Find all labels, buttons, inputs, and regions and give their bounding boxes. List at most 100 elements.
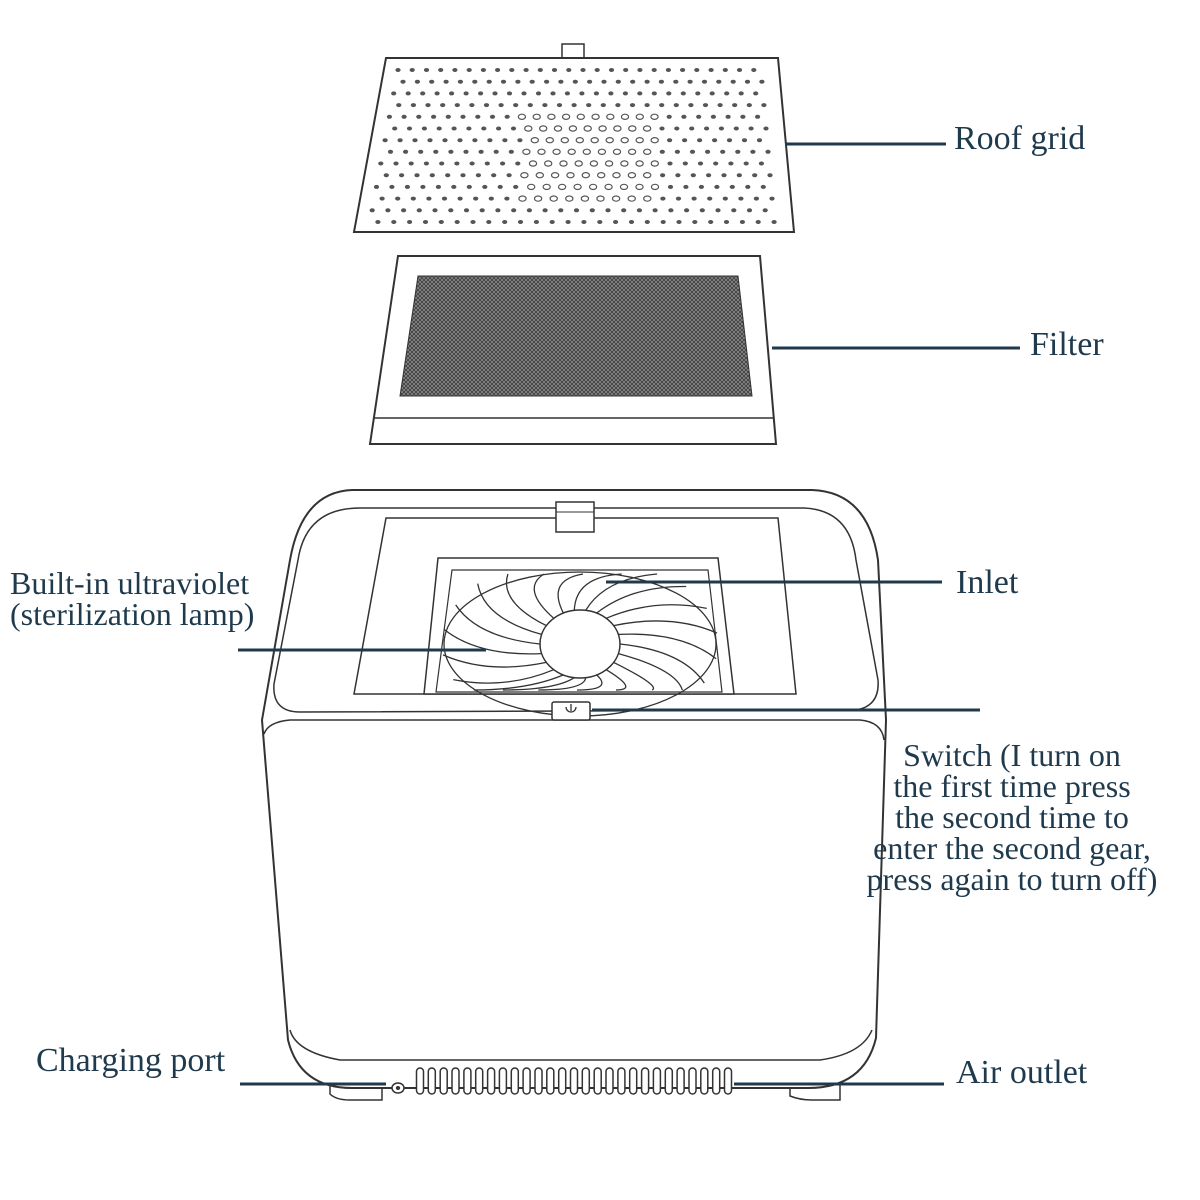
roof-grid-hole <box>484 161 490 166</box>
roof-grid-hole <box>605 208 611 213</box>
roof-grid-hole <box>637 68 643 72</box>
power-icon[interactable] <box>551 701 591 721</box>
fan-blade <box>505 573 547 627</box>
roof-grid-hole <box>667 138 673 143</box>
roof-grid-hole <box>710 114 717 119</box>
roof-grid-hole <box>683 184 689 189</box>
roof-grid-hole <box>479 208 485 213</box>
fan-blade <box>573 573 622 611</box>
roof-grid-hole <box>515 161 521 166</box>
roof-grid-hole <box>699 208 705 213</box>
roof-grid-hole <box>386 114 392 119</box>
fan-blade <box>557 573 584 614</box>
roof-grid-hole <box>644 103 650 108</box>
fan-hub <box>539 609 621 679</box>
roof-grid-hole <box>615 103 621 108</box>
roof-grid-hole <box>629 103 636 108</box>
vent-slot <box>415 1067 425 1095</box>
roof-grid-hole <box>391 91 397 96</box>
roof-grid-hole <box>665 68 672 72</box>
roof-grid-hole <box>498 103 504 108</box>
roof-grid-hole <box>545 136 555 144</box>
roof-grid-hole <box>544 79 550 84</box>
roof-grid-hole <box>566 68 572 72</box>
roof-grid-hole <box>722 68 728 72</box>
roof-grid-hole <box>736 68 743 72</box>
roof-grid-hole <box>537 148 546 155</box>
filter-mesh <box>399 275 753 397</box>
roof-grid-hole <box>650 113 659 121</box>
body-seam-bottom <box>289 1029 873 1061</box>
latch-slot <box>555 501 595 533</box>
roof-grid-hole <box>731 208 737 213</box>
filter-label: Filter <box>1030 326 1104 363</box>
roof-grid-hole <box>517 220 524 224</box>
roof-grid-hole <box>492 91 498 96</box>
switch-label-line-2: the first time press <box>893 768 1131 804</box>
roof-grid-hole <box>438 68 444 72</box>
roof-grid-hole <box>753 196 760 201</box>
roof-grid-hole <box>605 136 614 144</box>
roof-grid-hole <box>435 184 441 189</box>
roof-grid-hole <box>741 138 748 143</box>
roof-grid-hole <box>620 160 629 167</box>
roof-grid-hole <box>400 79 406 84</box>
vent-slot <box>688 1067 697 1095</box>
roof-grid-hole <box>568 125 578 132</box>
roof-grid-hole <box>466 184 472 189</box>
roof-grid-hole <box>761 103 767 108</box>
roof-grid-hole <box>389 184 395 189</box>
roof-grid-hole <box>410 103 416 108</box>
roof-grid-hole <box>635 160 644 167</box>
roof-grid-hole <box>454 220 460 224</box>
roof-grid-hole <box>426 196 432 201</box>
roof-grid-hole <box>674 126 680 131</box>
fan-blade <box>613 620 718 634</box>
roof-grid-hole <box>767 173 773 178</box>
roof-grid-hole <box>728 161 734 166</box>
roof-grid-hole <box>659 149 665 154</box>
roof-grid-hole <box>547 113 556 121</box>
roof-grid-hole <box>621 208 627 213</box>
roof-grid-hole <box>416 208 422 213</box>
roof-grid-hole <box>508 149 514 154</box>
roof-grid-hole <box>627 148 637 155</box>
roof-grid-hole <box>586 103 592 108</box>
roof-grid-hole <box>375 220 381 224</box>
roof-grid-hole <box>676 220 682 224</box>
roof-grid-hole <box>438 220 444 224</box>
roof-grid-hole <box>620 136 629 144</box>
vent-slot <box>510 1067 520 1095</box>
roof-grid-hole <box>491 173 497 178</box>
roof-grid-hole <box>423 68 430 72</box>
roof-grid-hole <box>581 220 587 224</box>
roof-grid-hole <box>582 148 592 155</box>
roof-grid-hole <box>431 114 437 119</box>
roof-grid-hole <box>379 196 385 201</box>
fan-blade <box>455 604 541 645</box>
roof-grid-hole <box>497 184 503 189</box>
roof-grid-hole <box>493 149 499 154</box>
roof-grid-hole <box>537 68 543 72</box>
roof-grid-hole <box>725 114 731 119</box>
roof-grid-hole <box>667 184 674 189</box>
roof-grid-hole <box>478 91 484 96</box>
vent-slot <box>546 1067 555 1095</box>
roof-grid-hole <box>713 161 719 166</box>
roof-grid-hole <box>615 79 621 84</box>
roof-grid-hole <box>644 79 650 84</box>
roof-grid-hole <box>743 161 749 166</box>
fan-blade <box>477 583 542 636</box>
fan-blade <box>618 633 717 660</box>
roof-grid-hole <box>720 149 726 154</box>
roof-grid-hole <box>513 184 519 189</box>
uv-lamp-label-line-2: (sterilization lamp) <box>10 596 255 632</box>
roof-grid-hole <box>652 208 658 213</box>
roof-grid-hole <box>697 161 704 166</box>
roof-grid-hole <box>408 161 414 166</box>
roof-grid-hole <box>705 149 711 154</box>
roof-grid-hole <box>457 196 463 201</box>
roof-grid-hole <box>771 220 777 224</box>
roof-grid-hole <box>694 68 700 72</box>
fan-blade <box>596 585 687 614</box>
